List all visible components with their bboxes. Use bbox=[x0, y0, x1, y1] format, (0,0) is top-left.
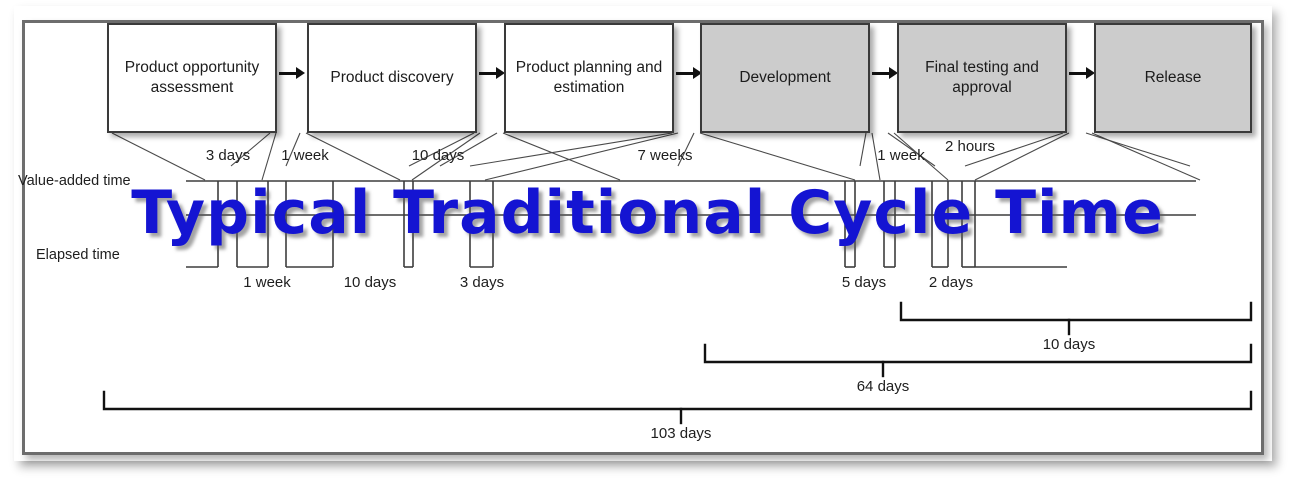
arrow-head-icon bbox=[496, 67, 505, 79]
arrow-5 bbox=[1069, 67, 1095, 79]
arrow-shaft bbox=[872, 71, 889, 75]
arrow-shaft bbox=[1069, 71, 1086, 75]
arrow-head-icon bbox=[1086, 67, 1095, 79]
value-added-label-3: 10 days bbox=[411, 147, 465, 164]
stage-box-product-discovery[interactable]: Product discovery bbox=[307, 23, 477, 133]
arrow-shaft bbox=[479, 71, 496, 75]
value-added-label-1: 3 days bbox=[205, 147, 251, 164]
axis-label-elapsed-time: Elapsed time bbox=[36, 247, 120, 263]
value-added-label-4: 7 weeks bbox=[637, 147, 693, 164]
stage-box-label: Product opportunity assessment bbox=[124, 58, 260, 96]
arrow-head-icon bbox=[296, 67, 305, 79]
stage-box-product-planning-and-estimation[interactable]: Product planning and estimation bbox=[504, 23, 674, 133]
stage-box-label: Product discovery bbox=[330, 68, 454, 86]
arrow-2 bbox=[479, 67, 505, 79]
stage-box-label: Release bbox=[1144, 68, 1202, 86]
stage-box-product-opportunity-assessment[interactable]: Product opportunity assessment bbox=[107, 23, 277, 133]
arrow-1 bbox=[279, 67, 305, 79]
stage-box-label: Final testing and approval bbox=[925, 58, 1039, 96]
stage-box-label: Product planning and estimation bbox=[515, 58, 663, 96]
value-added-label-6: 2 hours bbox=[944, 138, 996, 155]
stage-box-label: Development bbox=[739, 68, 831, 86]
axis-label-value-added-time: Value-added time bbox=[18, 173, 131, 189]
elapsed-label-3: 3 days bbox=[459, 274, 505, 291]
total-label-64-days: 64 days bbox=[856, 378, 910, 395]
arrow-shaft bbox=[279, 71, 296, 75]
elapsed-label-2: 10 days bbox=[343, 274, 397, 291]
arrow-head-icon bbox=[889, 67, 898, 79]
value-added-label-5: 1 week bbox=[877, 147, 925, 164]
value-added-label-2: 1 week bbox=[281, 147, 329, 164]
arrow-4 bbox=[872, 67, 898, 79]
arrow-shaft bbox=[676, 71, 693, 75]
arrow-head-icon bbox=[693, 67, 702, 79]
total-label-10-days: 10 days bbox=[1042, 336, 1096, 353]
arrow-3 bbox=[676, 67, 702, 79]
elapsed-label-5: 2 days bbox=[928, 274, 974, 291]
stage-box-release[interactable]: Release bbox=[1094, 23, 1252, 133]
total-label-103-days: 103 days bbox=[650, 425, 712, 442]
stage-box-final-testing-and-approval[interactable]: Final testing and approval bbox=[897, 23, 1067, 133]
stage-box-development[interactable]: Development bbox=[700, 23, 870, 133]
elapsed-label-4: 5 days bbox=[841, 274, 887, 291]
elapsed-label-1: 1 week bbox=[243, 274, 291, 291]
